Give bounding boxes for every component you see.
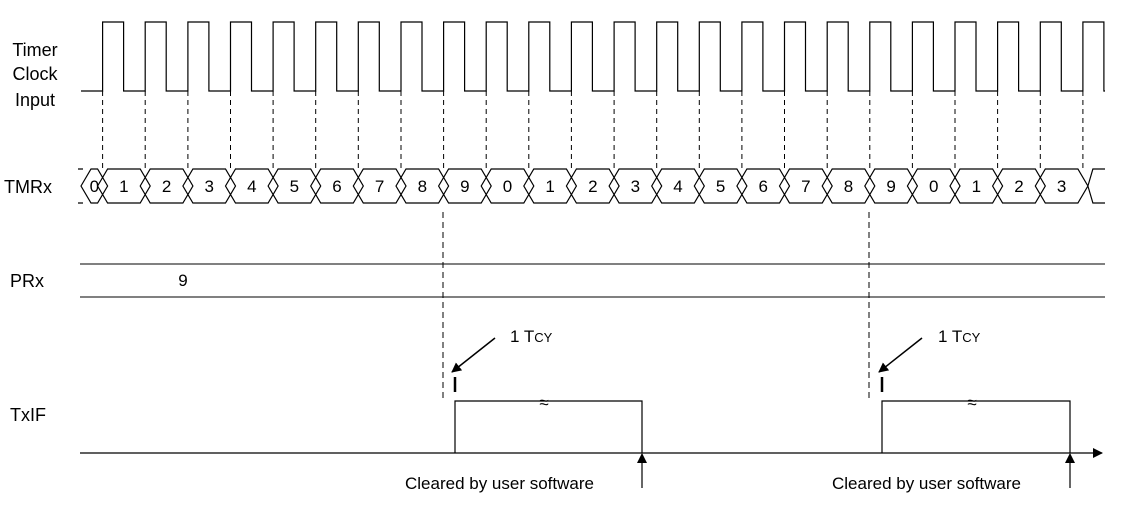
tmr-value: 1 — [119, 177, 128, 196]
tmr-segment — [736, 168, 791, 204]
tmr-segment — [565, 168, 620, 204]
clock-label-line-3: Input — [15, 90, 55, 110]
tmr-value: 6 — [332, 177, 341, 196]
tmr-value: 0 — [929, 177, 938, 196]
flag-label: TxIF — [10, 405, 46, 425]
clock-waveform — [81, 21, 1105, 92]
tmr-value: 3 — [1057, 177, 1066, 196]
tcy-label-2: 1 TCY — [938, 327, 981, 346]
tmr-segment — [523, 168, 578, 204]
tmr-value: 3 — [631, 177, 640, 196]
tmr-value: 4 — [247, 177, 256, 196]
tmr-segment — [906, 168, 961, 204]
tmr-value: 7 — [801, 177, 810, 196]
tcy-arrow-2 — [878, 337, 923, 373]
tmr-value: 4 — [673, 177, 682, 196]
tmr-value: 1 — [972, 177, 981, 196]
tmr-value: 3 — [204, 177, 213, 196]
cleared-label-2: Cleared by user software — [832, 474, 1021, 493]
tmr-value: 0 — [90, 177, 99, 196]
tmr-segment — [949, 168, 1004, 204]
tmr-value: 2 — [588, 177, 597, 196]
tmr-segment — [991, 168, 1046, 204]
tmr-value: 8 — [418, 177, 427, 196]
tmr-value: 7 — [375, 177, 384, 196]
tmr-value: 5 — [716, 177, 725, 196]
tcy-label-2-main: 1 T — [938, 327, 962, 346]
clock-edge-guides — [102, 91, 1084, 169]
tmr-segment — [480, 168, 535, 204]
clock-label-line-2: Clock — [12, 64, 58, 84]
tmr-bus-start — [78, 168, 83, 204]
tmr-bus: 0 1 2 3 4 5 6 7 8 9 0 1 2 3 4 5 6 7 8 9 0 1 2 3 — [78, 168, 1105, 204]
tmr-value: 2 — [162, 177, 171, 196]
tmr-segment — [310, 168, 364, 204]
tcy-label-1-sub: CY — [534, 330, 552, 345]
cleared-label-1: Cleared by user software — [405, 474, 594, 493]
flag-pulse-1: ≈ 1 TCY Cleared by user software — [405, 327, 647, 493]
tmr-value: 9 — [886, 177, 895, 196]
tmr-segment — [224, 168, 279, 204]
tmr-segment — [395, 168, 450, 204]
tmr-value: 8 — [844, 177, 853, 196]
tmr-value: 1 — [545, 177, 554, 196]
break-mark-1: ≈ — [539, 393, 548, 412]
tmr-value: 5 — [290, 177, 299, 196]
tmr-segment — [96, 168, 151, 204]
tmr-segment — [693, 168, 748, 204]
tmr-segment — [864, 168, 919, 204]
tmr-segment — [778, 168, 833, 204]
clock-trace — [81, 21, 1105, 92]
tmr-value: 2 — [1014, 177, 1023, 196]
tcy-label-2-sub: CY — [962, 330, 980, 345]
tmr-segment — [651, 168, 705, 204]
tmr-bus-tail — [1087, 168, 1105, 204]
tmr-value: 6 — [758, 177, 767, 196]
pr-value: 9 — [178, 271, 187, 290]
tmr-segment — [821, 168, 876, 204]
tcy-arrow-1 — [451, 337, 496, 373]
tmr-segment — [267, 168, 322, 204]
tmr-segment — [608, 168, 663, 204]
tmr-segment — [182, 168, 237, 204]
flag-pulse-2: ≈ 1 TCY Cleared by user software — [832, 327, 1075, 493]
tmr-segment — [139, 168, 194, 204]
tcy-label-1-main: 1 T — [510, 327, 534, 346]
tmr-segment — [352, 168, 407, 204]
break-mark-2: ≈ — [967, 393, 976, 412]
pr-label: PRx — [10, 271, 44, 291]
tmr-segment — [80, 168, 109, 204]
tcy-label-1: 1 TCY — [510, 327, 553, 346]
clock-label-line-1: Timer — [12, 40, 57, 60]
tmr-segment — [437, 168, 492, 204]
tmr-label: TMRx — [4, 177, 52, 197]
tmr-value: 9 — [460, 177, 469, 196]
tmr-value: 0 — [503, 177, 512, 196]
